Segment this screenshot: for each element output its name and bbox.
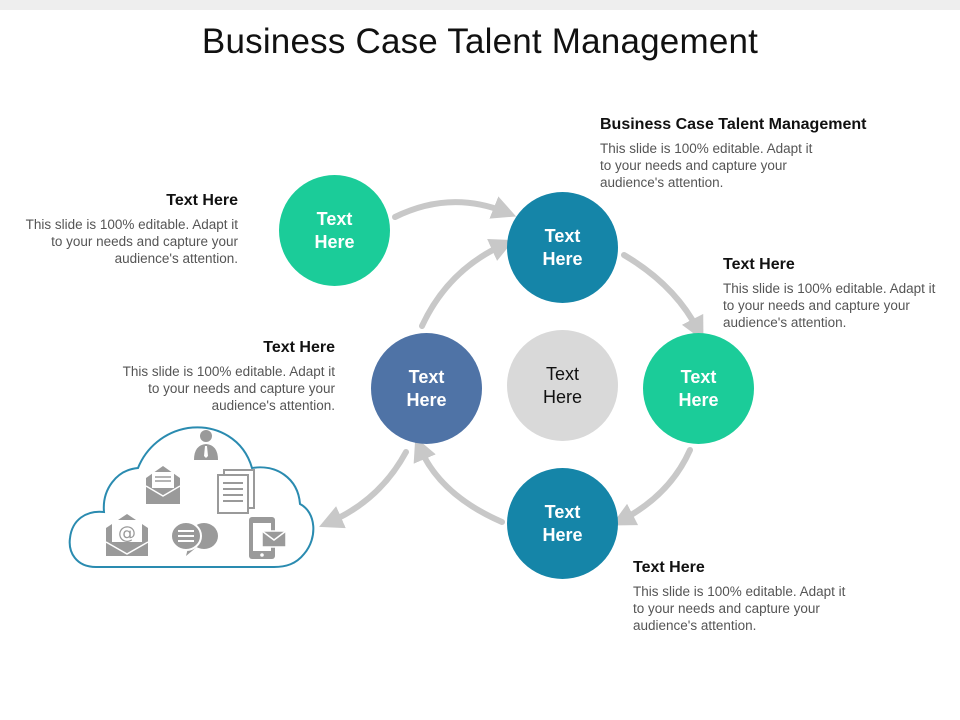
circle-left: Text Here: [371, 333, 482, 444]
text-block-body: This slide is 100% editable. Adapt it to…: [633, 584, 846, 633]
text-block-right: Text Here This slide is 100% editable. A…: [723, 256, 948, 331]
slide-title: Business Case Talent Management: [201, 22, 759, 61]
email-at-icon: @: [105, 514, 149, 556]
person-icon: [194, 430, 218, 460]
text-block-heading: Text Here: [263, 339, 335, 356]
circle-top-left: Text Here: [279, 175, 390, 286]
text-block-heading: Business Case Talent Management: [600, 116, 867, 133]
document-icon: [217, 469, 255, 514]
top-bar: [0, 0, 960, 10]
text-block-body: This slide is 100% editable. Adapt it to…: [122, 364, 335, 413]
arrow-topleft-to-top: [392, 196, 517, 220]
circle-right: Text Here: [643, 333, 754, 444]
circle-center: Text Here: [507, 330, 618, 441]
arrow-right-to-bottom: [611, 447, 693, 526]
text-block-body: This slide is 100% editable. Adapt it to…: [25, 217, 238, 266]
envelope-icon: [145, 466, 181, 504]
text-block-heading: Text Here: [166, 192, 238, 209]
circle-top: Text Here: [507, 192, 618, 303]
text-block-middle-left: Text Here This slide is 100% editable. A…: [111, 339, 335, 414]
text-block-top-left: Text Here This slide is 100% editable. A…: [14, 192, 238, 267]
text-block-body: This slide is 100% editable. Adapt it to…: [723, 281, 936, 330]
mobile-mail-icon: [249, 517, 287, 559]
text-block-body: This slide is 100% editable. Adapt it to…: [600, 141, 813, 190]
text-block-bottom-right: Text Here This slide is 100% editable. A…: [633, 559, 858, 634]
chat-bubbles-icon: [170, 521, 218, 556]
text-block-heading: Text Here: [723, 256, 795, 273]
arrow-left-to-top: [419, 239, 514, 329]
arrow-bottom-to-left: [413, 436, 505, 525]
text-block-heading: Text Here: [633, 559, 705, 576]
arrow-top-to-right: [621, 252, 704, 341]
arrow-left-to-cloud: [319, 449, 409, 529]
circle-bottom: Text Here: [507, 468, 618, 579]
cloud-icon: @: [68, 426, 315, 568]
text-block-top-right: Business Case Talent Management This sli…: [600, 116, 930, 191]
svg-text:@: @: [118, 523, 136, 544]
